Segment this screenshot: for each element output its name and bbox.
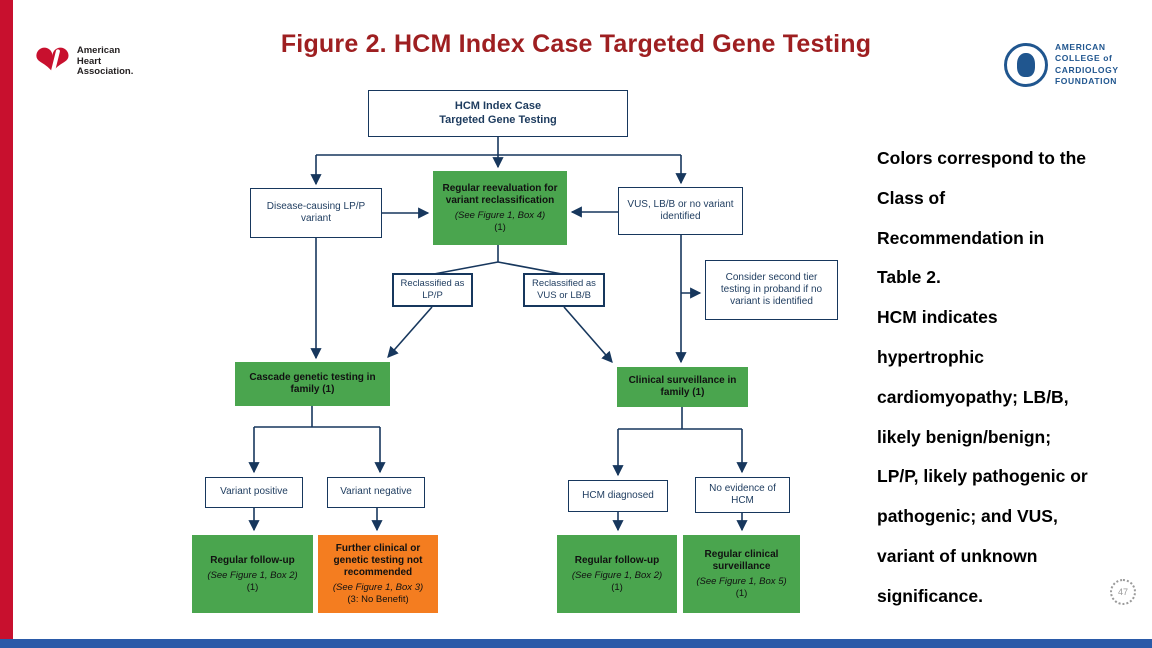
- acc-logo-line: COLLEGE of: [1055, 53, 1113, 64]
- node-class: (1): [611, 581, 623, 593]
- node-label: Consider second tier testing in proband …: [720, 271, 823, 308]
- left-accent-bar: [0, 0, 13, 639]
- legend-text-block: Colors correspond to the Class of Recomm…: [877, 139, 1152, 617]
- node-second-tier-testing: Consider second tier testing in proband …: [705, 260, 838, 320]
- node-vus-lbb-no-variant: VUS, LB/B or no variant identified: [618, 187, 743, 235]
- node-reclassified-lpp: Reclassified as LP/P: [392, 273, 473, 307]
- node-label: Reclassified as VUS or LB/B: [532, 278, 596, 301]
- node-no-evidence-hcm: No evidence of HCM: [695, 477, 790, 513]
- legend-line: likely benign/benign;: [877, 426, 1052, 447]
- node-label: No evidence of HCM: [709, 482, 776, 506]
- page-number-badge: 47: [1110, 579, 1136, 605]
- legend-line: hypertrophic: [877, 346, 984, 367]
- node-disease-causing-variant: Disease-causing LP/P variant: [250, 188, 382, 238]
- node-label: Regular reevaluation for variant reclass…: [442, 182, 558, 206]
- legend-line: significance.: [877, 585, 984, 606]
- legend-line: LP/P, likely pathogenic or: [877, 466, 1088, 487]
- node-regular-clinical-surveillance: Regular clinical surveillance (See Figur…: [683, 535, 800, 613]
- node-regular-reevaluation: Regular reevaluation for variant reclass…: [433, 171, 567, 245]
- aha-logo: ❤ American Heart Association.: [34, 40, 133, 84]
- node-label: Cascade genetic testing in family (1): [249, 371, 376, 395]
- node-label: Variant negative: [340, 486, 412, 498]
- heart-torch-icon: ❤: [34, 40, 71, 84]
- node-variant-positive: Variant positive: [205, 477, 303, 508]
- legend-line: cardiomyopathy; LB/B,: [877, 386, 1069, 407]
- page-title: Figure 2. HCM Index Case Targeted Gene T…: [280, 30, 872, 58]
- acc-logo-line: AMERICAN: [1055, 42, 1106, 52]
- acc-logo-line: CARDIOLOGY: [1055, 64, 1119, 75]
- aha-logo-line: Heart: [76, 55, 102, 67]
- bottom-accent-bar: [0, 639, 1152, 648]
- node-reference: (See Figure 1, Box 4): [454, 210, 546, 222]
- node-testing-not-recommended: Further clinical or genetic testing not …: [318, 535, 438, 613]
- node-label: Reclassified as LP/P: [400, 278, 465, 301]
- page-number: 47: [1117, 587, 1128, 597]
- node-regular-follow-up-left: Regular follow-up (See Figure 1, Box 2) …: [192, 535, 313, 613]
- acc-logo-text: AMERICAN COLLEGE of CARDIOLOGY FOUNDATIO…: [1055, 42, 1119, 88]
- node-label: Variant positive: [220, 486, 288, 498]
- node-label: Regular follow-up: [210, 554, 295, 566]
- legend-line: Class of: [877, 187, 946, 208]
- node-hcm-diagnosed: HCM diagnosed: [568, 480, 668, 512]
- node-label: Regular follow-up: [574, 554, 660, 566]
- aha-logo-text: American Heart Association.: [76, 44, 134, 79]
- node-label: Disease-causing LP/P variant: [266, 200, 366, 224]
- node-reference: (See Figure 1, Box 2): [571, 570, 663, 582]
- node-cascade-genetic-testing: Cascade genetic testing in family (1): [235, 362, 390, 406]
- legend-line: Recommendation in: [877, 227, 1045, 248]
- node-label: Regular clinical surveillance: [704, 548, 779, 572]
- legend-line: Colors correspond to the: [877, 148, 1087, 168]
- node-variant-negative: Variant negative: [327, 477, 425, 508]
- acc-logo: AMERICAN COLLEGE of CARDIOLOGY FOUNDATIO…: [1004, 42, 1119, 88]
- node-regular-follow-up-right: Regular follow-up (See Figure 1, Box 2) …: [557, 535, 677, 613]
- node-clinical-surveillance-family: Clinical surveillance in family (1): [617, 367, 748, 407]
- node-class: (1): [494, 221, 506, 233]
- node-label: Clinical surveillance in family (1): [628, 374, 737, 398]
- node-label: Targeted Gene Testing: [439, 113, 557, 126]
- node-label: VUS, LB/B or no variant identified: [627, 198, 734, 222]
- node-reference: (See Figure 1, Box 3): [332, 582, 424, 594]
- node-reference: (See Figure 1, Box 5): [696, 576, 787, 588]
- acc-seal-icon: [1004, 42, 1048, 87]
- node-label: Further clinical or genetic testing not …: [333, 542, 423, 579]
- node-label: HCM Index Case: [454, 100, 542, 113]
- legend-line: variant of unknown: [877, 545, 1038, 566]
- legend-line: Table 2.: [877, 267, 941, 288]
- aha-logo-line: Association.: [76, 66, 134, 78]
- node-reference: (See Figure 1, Box 2): [207, 570, 298, 582]
- node-label: HCM diagnosed: [582, 489, 654, 501]
- legend-line: pathogenic; and VUS,: [877, 506, 1058, 527]
- aha-logo-line: American: [76, 44, 121, 56]
- node-reclassified-vus-lbb: Reclassified as VUS or LB/B: [523, 273, 605, 307]
- node-class: (3: No Benefit): [347, 593, 409, 605]
- node-hcm-index-case: HCM Index Case Targeted Gene Testing: [368, 90, 628, 137]
- node-class: (1): [735, 587, 748, 599]
- acc-logo-line: FOUNDATION: [1055, 76, 1118, 87]
- legend-line: HCM indicates: [877, 307, 998, 328]
- node-class: (1): [246, 581, 259, 593]
